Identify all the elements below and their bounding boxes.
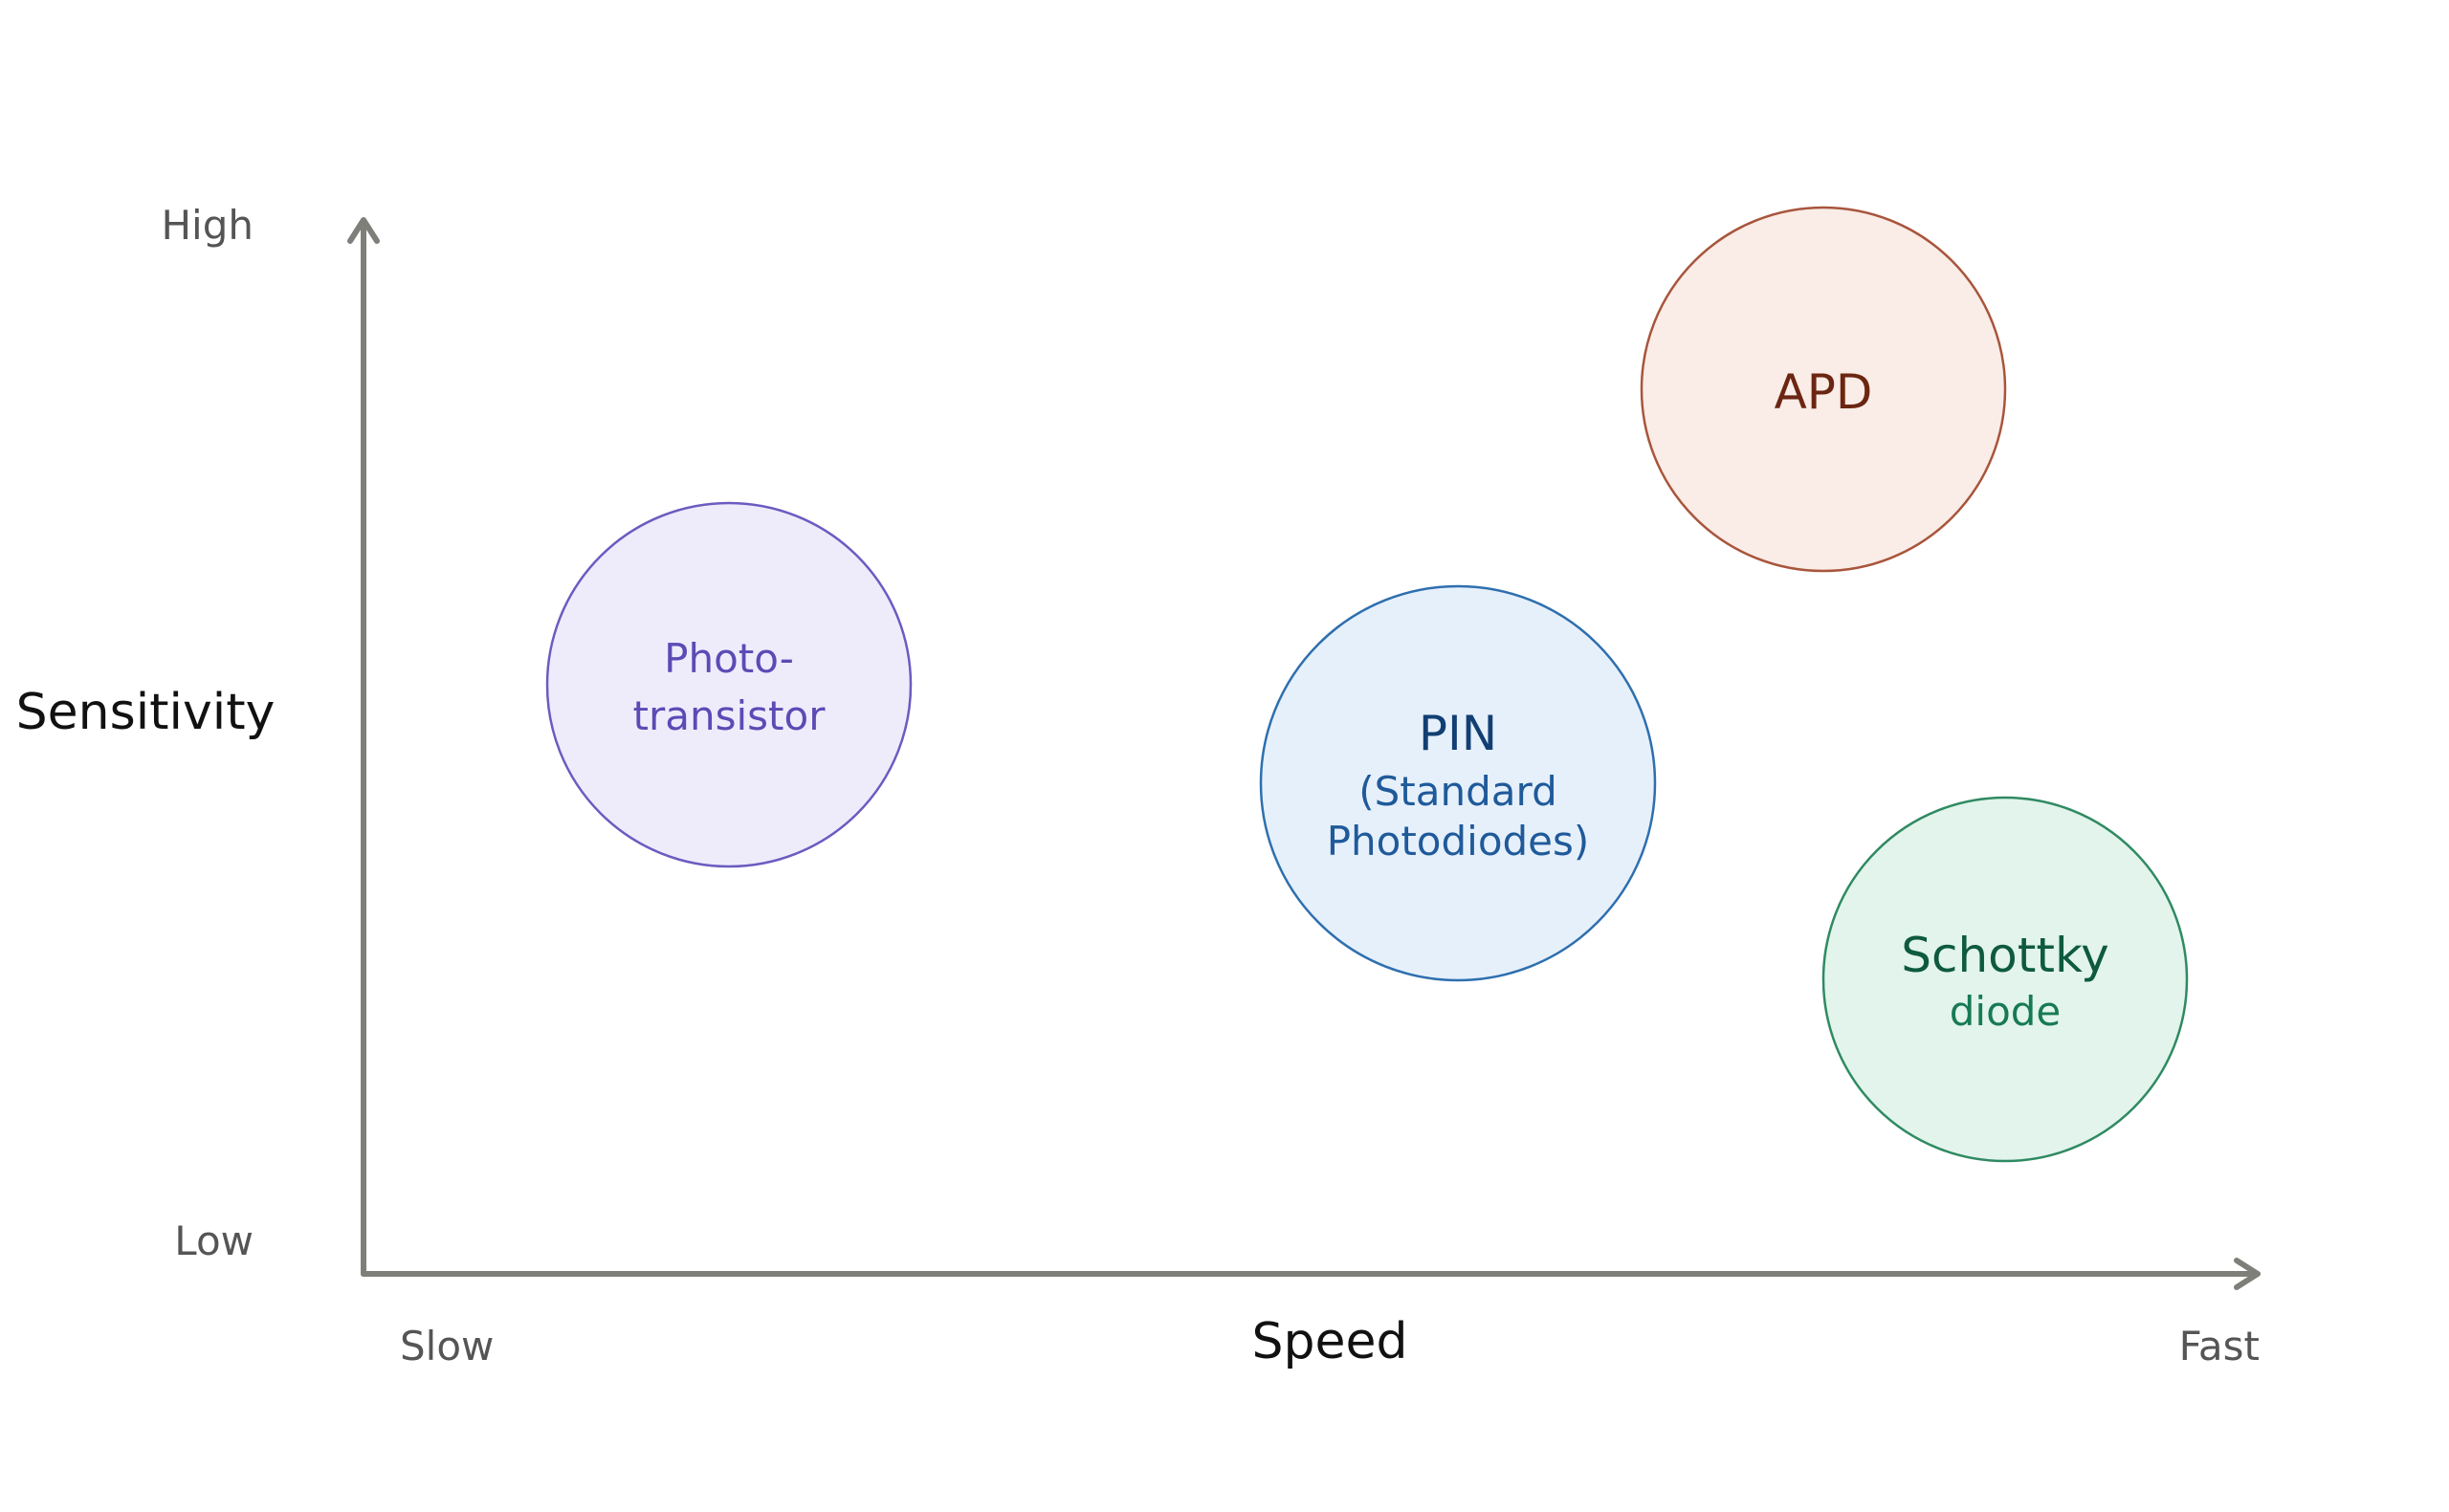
bubble-pin: PIN (Standard Photodiodes) (1259, 584, 1657, 982)
y-axis-title: Sensitivity (16, 684, 276, 741)
bubble-pin-title: PIN (1419, 706, 1497, 761)
bubble-apd: APD (1640, 206, 2007, 573)
bubble-schottky-line-2: diode (1950, 988, 2062, 1035)
axes (347, 217, 2261, 1290)
y-axis-arrowhead (347, 217, 380, 244)
bubble-schottky: Schottky diode (1821, 796, 2189, 1163)
bubble-phototransistor: Photo- transistor (545, 501, 913, 868)
x-axis-arrowhead (2234, 1258, 2261, 1290)
bubble-apd-title: APD (1775, 364, 1873, 420)
x-axis-title: Speed (1251, 1313, 1407, 1370)
y-axis-high-label: High (161, 202, 254, 249)
bubble-pin-circle (1259, 584, 1657, 982)
x-axis-slow-label: Slow (400, 1323, 494, 1370)
bubble-schottky-circle (1821, 796, 2189, 1163)
bubble-phototransistor-line-1: Photo- (664, 635, 794, 682)
y-axis-low-label: Low (174, 1217, 254, 1264)
bubble-pin-line-3: Photodiodes) (1327, 818, 1590, 865)
bubble-apd-circle (1640, 206, 2007, 573)
bubble-pin-line-2: (Standard (1358, 768, 1556, 815)
bubble-phototransistor-line-2: transistor (633, 692, 827, 739)
bubble-schottky-title: Schottky (1901, 928, 2108, 983)
x-axis-fast-label: Fast (2179, 1323, 2260, 1370)
bubble-phototransistor-circle (545, 501, 913, 868)
